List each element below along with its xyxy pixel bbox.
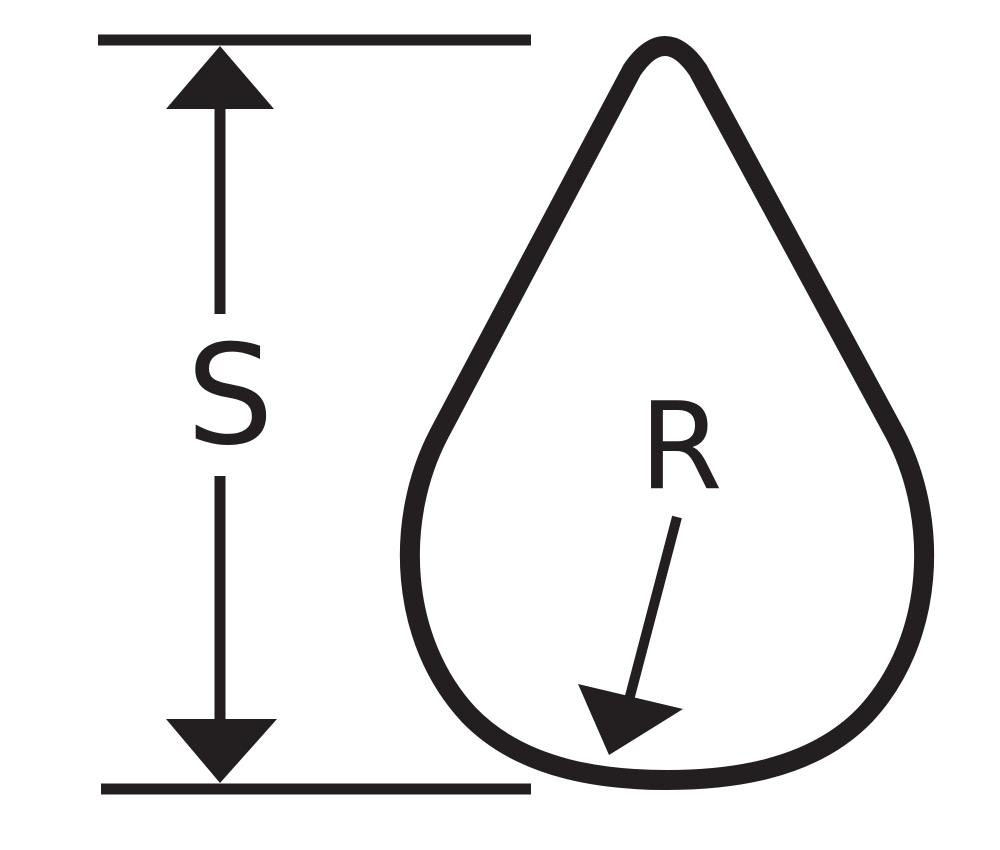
up-arrowhead-icon [166, 46, 274, 109]
radius-arrow-shaft [624, 515, 682, 702]
radius-arrowhead-icon [578, 684, 683, 755]
height-label: S [186, 315, 274, 476]
down-arrowhead-icon [166, 719, 277, 783]
radius-label: R [639, 378, 722, 517]
teardrop-outline [399, 36, 935, 790]
